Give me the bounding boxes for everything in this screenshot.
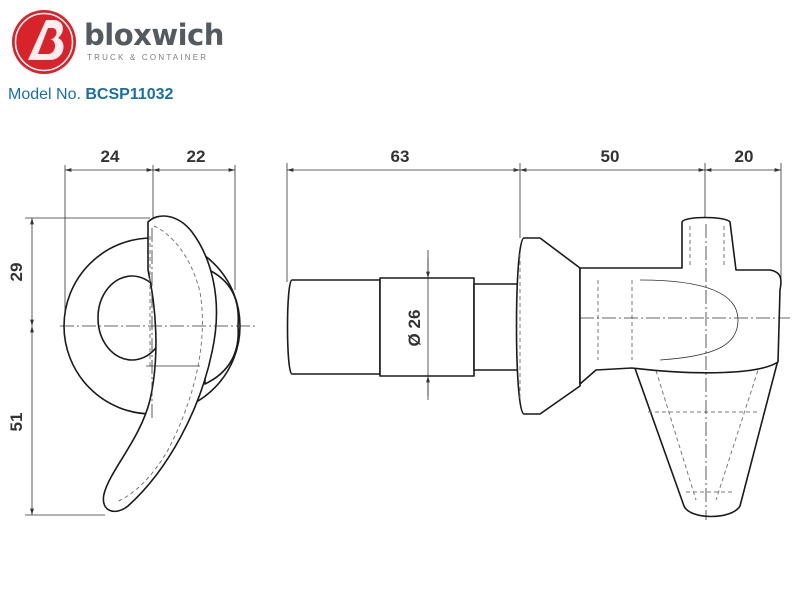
dim-tip-length: 20: [735, 147, 754, 166]
model-line: Model No. BCSP11032: [8, 86, 173, 104]
header: bloxwich TRUCK & CONTAINER Model No. BCS…: [0, 0, 800, 110]
brand-tagline: TRUCK & CONTAINER: [87, 53, 209, 62]
model-label: Model No.: [8, 86, 81, 103]
dim-lower-height: 51: [7, 413, 26, 432]
dim-left-width: 24: [101, 147, 120, 166]
dim-body-length: 50: [601, 147, 620, 166]
dim-shaft-length: 63: [391, 147, 410, 166]
dim-shaft-diameter: Ø 26: [405, 310, 424, 347]
side-view: [25, 165, 256, 516]
dim-upper-height: 29: [7, 263, 26, 282]
dim-right-width: 22: [187, 147, 206, 166]
brand-name: bloxwich: [84, 18, 224, 52]
bloxwich-logo: [12, 10, 76, 74]
model-number: BCSP11032: [85, 86, 174, 103]
front-view: [286, 163, 790, 520]
